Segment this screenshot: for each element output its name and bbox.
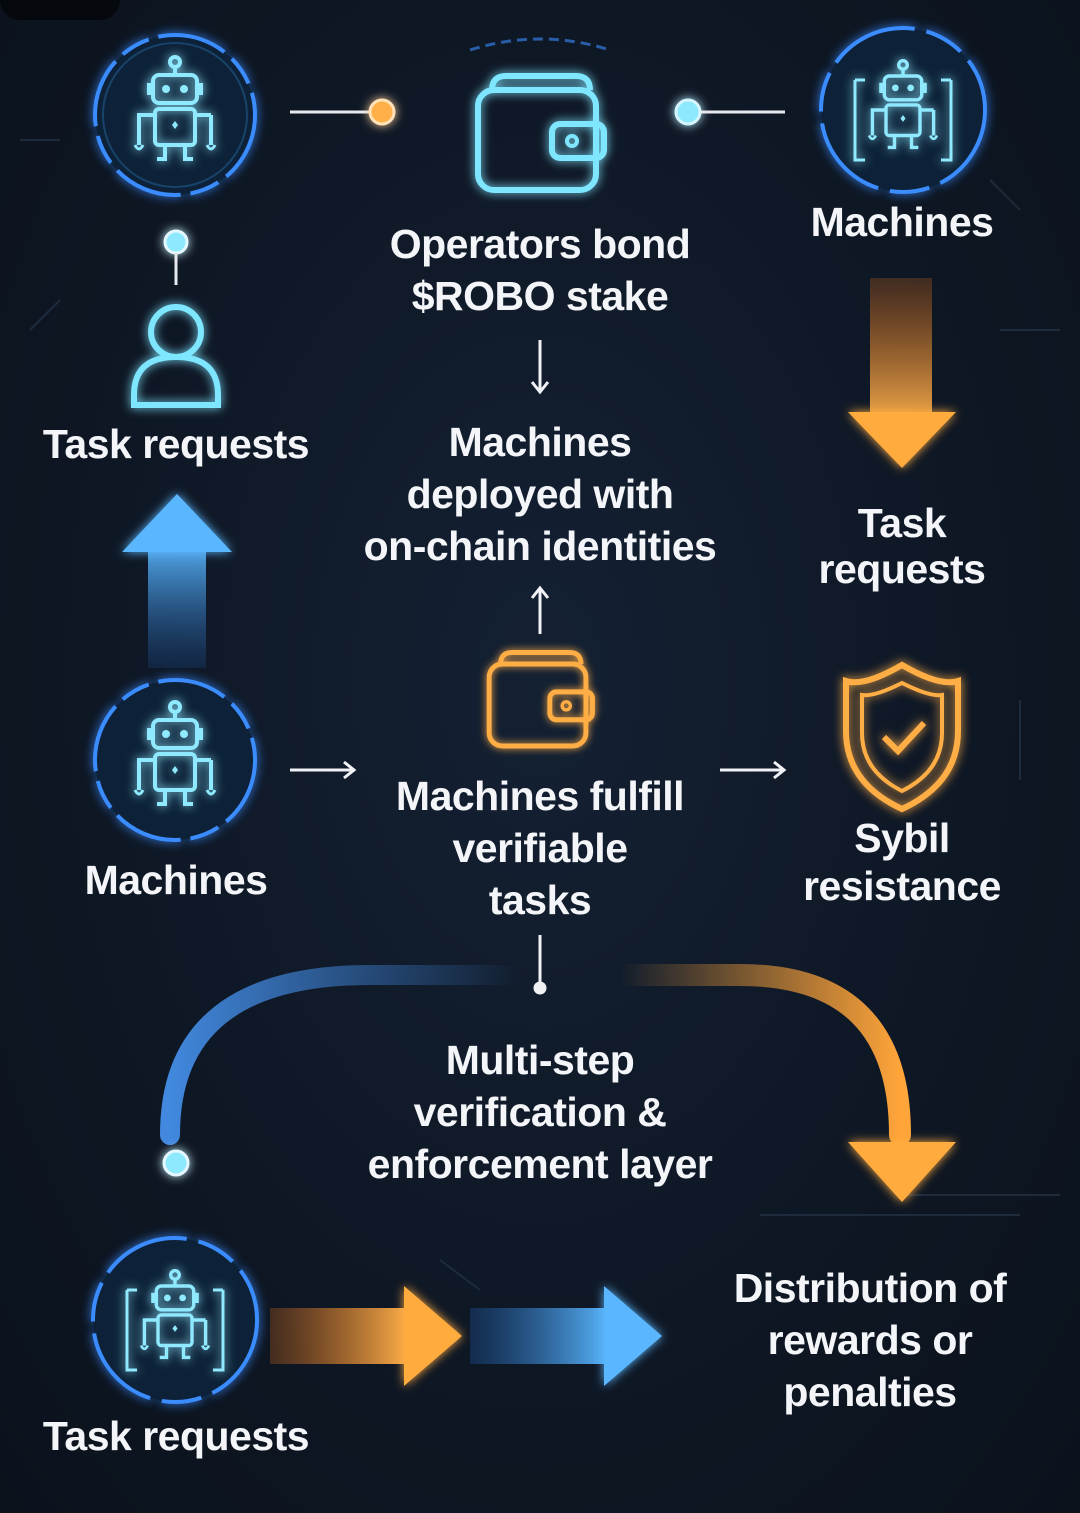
sybil-resistance-label: Sybil resistance [803,815,1001,909]
machines-left-label: Machines [84,857,268,903]
distribution-label: Distribution of rewards or penalties [733,1265,1007,1415]
blue-right-arrow [470,1286,662,1386]
machines-fulfill-label: Machines fulfill verifiable tasks [395,773,685,923]
task-requests-right-label: Task requests [818,500,986,592]
up-arrow-small [530,585,550,634]
user-icon [131,304,221,408]
corner-shadow [0,0,120,20]
right-arrow-small [290,760,357,780]
task-requests-bottom-label: Task requests [42,1413,310,1459]
machines-deployed-label: Machines deployed with on-chain identiti… [363,419,717,569]
circuit-decor [20,139,1060,1291]
down-arrow-small [530,340,550,395]
framed-robot-icon [91,1236,259,1404]
connector-line [163,229,189,285]
wallet-icon [489,653,592,746]
arc-orange [609,964,956,1202]
framed-robot-icon [819,26,987,194]
robot-icon [93,678,257,842]
wallet-icon [478,76,604,190]
shield-check-icon [843,661,961,813]
connector-line [674,98,785,126]
verification-layer-label: Multi-step verification & enforcement la… [367,1037,713,1187]
blue-up-arrow [122,494,232,668]
connector-line [290,98,396,126]
arc-blue [160,965,530,1145]
right-arrow-small [720,760,787,780]
robot-icon [93,33,257,197]
connector-dot [162,1149,190,1177]
down-arrow-small [533,935,547,995]
operators-bond-label: Operators bond $ROBO stake [389,221,691,319]
orange-right-arrow [270,1286,462,1386]
orange-down-arrow [848,278,956,468]
machines-top-right-label: Machines [810,199,994,245]
task-requests-left-label: Task requests [42,421,310,467]
